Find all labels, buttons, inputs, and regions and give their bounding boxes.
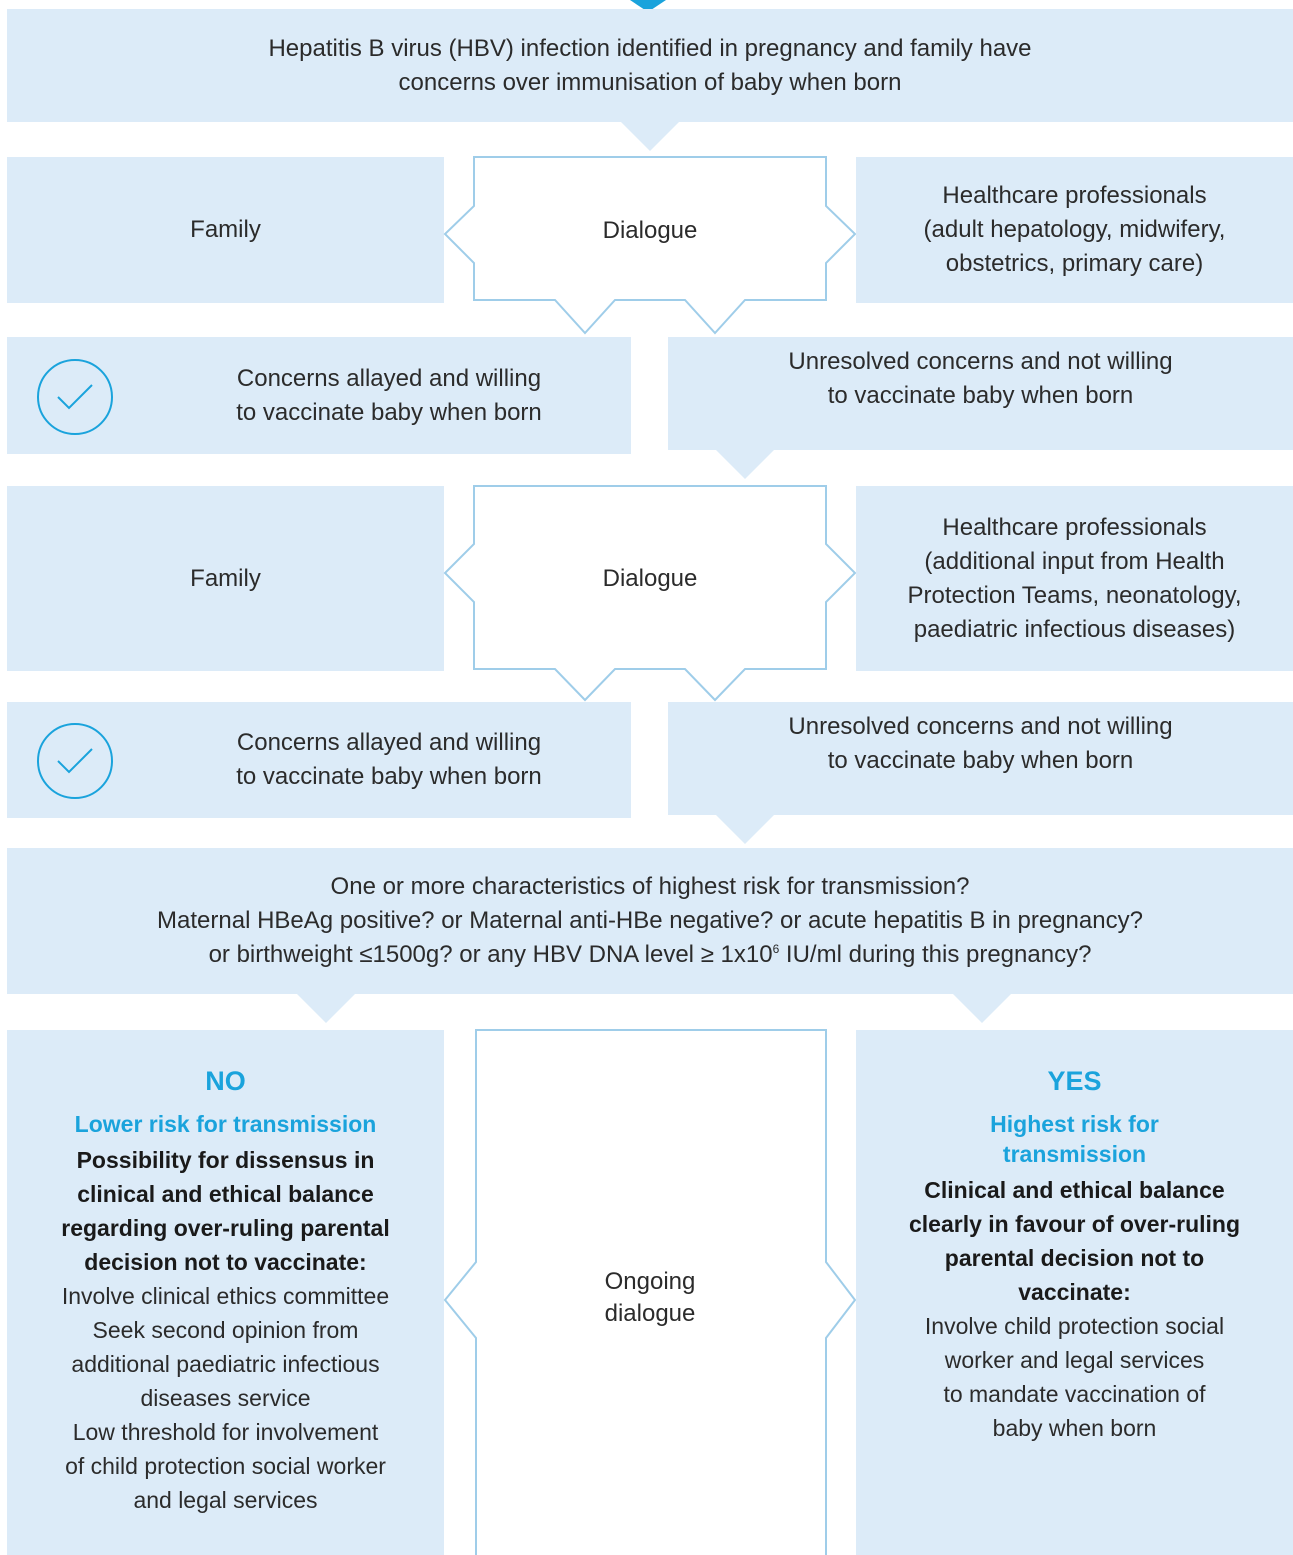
no-action-line: diseases service: [140, 1385, 311, 1411]
professionals-line: Healthcare professionals: [942, 513, 1207, 541]
family-label-1: Family: [190, 216, 261, 243]
professionals-line: Protection Teams, neonatology,: [907, 581, 1242, 609]
dialogue-shape-2: Dialogue: [443, 485, 857, 702]
allayed-line: Concerns allayed and willing: [236, 364, 542, 392]
yes-bold-line: parental decision not to: [944, 1245, 1205, 1271]
no-bold-line: clinical and ethical balance: [77, 1181, 374, 1207]
unresolved-box-2: Unresolved concerns and not willing to v…: [668, 702, 1293, 815]
check-circle-icon: [37, 359, 113, 435]
no-bold-line: regarding over-ruling parental: [61, 1215, 390, 1241]
no-subheading: Lower risk for transmission: [74, 1111, 377, 1137]
no-action-line: Low threshold for involvement: [72, 1419, 379, 1445]
allayed-box-2: Concerns allayed and willing to vaccinat…: [7, 702, 631, 818]
no-heading: NO: [205, 1066, 246, 1096]
unresolved-box-1: Unresolved concerns and not willing to v…: [668, 337, 1293, 450]
yes-action-line: baby when born: [992, 1415, 1157, 1441]
unresolved-pointer-1: [716, 450, 774, 479]
start-text-1: Hepatitis B virus (HBV) infection identi…: [268, 34, 1032, 62]
yes-box: YES Highest risk for transmission Clinic…: [856, 1030, 1293, 1555]
yes-bold-line: vaccinate:: [1018, 1279, 1131, 1305]
family-box-2: Family: [7, 486, 444, 671]
family-label-2: Family: [190, 564, 261, 592]
family-box-1: Family: [7, 157, 444, 303]
no-bold-line: Possibility for dissensus in: [76, 1147, 375, 1173]
professionals-line: (additional input from Health: [924, 547, 1225, 575]
start-pointer: [621, 122, 679, 151]
professionals-box-2: Healthcare professionals (additional inp…: [856, 486, 1293, 671]
ongoing-dialogue-shape: Ongoing dialogue: [443, 1029, 857, 1555]
yes-heading: YES: [1047, 1066, 1102, 1096]
allayed-line: to vaccinate baby when born: [236, 398, 542, 426]
unresolved-line: Unresolved concerns and not willing: [788, 712, 1173, 740]
yes-bold-line: clearly in favour of over-ruling: [908, 1211, 1241, 1237]
dialogue-label-2: Dialogue: [602, 565, 698, 592]
unresolved-line: to vaccinate baby when born: [827, 381, 1134, 409]
professionals-line: (adult hepatology, midwifery,: [923, 216, 1226, 243]
arrow-down-icon: [630, 0, 666, 12]
unresolved-line: Unresolved concerns and not willing: [788, 347, 1173, 375]
professionals-line: paediatric infectious diseases): [913, 615, 1236, 643]
professionals-box-1: Healthcare professionals (adult hepatolo…: [856, 157, 1293, 303]
yes-bold-line: Clinical and ethical balance: [924, 1177, 1225, 1203]
risk-line-3: or birthweight ≤1500g? or any HBV DNA le…: [208, 941, 1092, 968]
no-action-line: Seek second opinion from: [92, 1317, 359, 1343]
unresolved-pointer-2: [716, 815, 774, 844]
risk-line: One or more characteristics of highest r…: [330, 873, 970, 900]
professionals-line: Healthcare professionals: [942, 182, 1207, 209]
allayed-line: Concerns allayed and willing: [236, 729, 542, 756]
ongoing-line: Ongoing: [604, 1267, 696, 1295]
yes-action-line: worker and legal services: [944, 1347, 1205, 1373]
unresolved-line: to vaccinate baby when born: [827, 746, 1134, 774]
no-action-line: and legal services: [133, 1487, 318, 1513]
yes-action-line: to mandate vaccination of: [943, 1381, 1206, 1407]
risk-question-box: One or more characteristics of highest r…: [7, 848, 1293, 994]
no-bold-line: decision not to vaccinate:: [84, 1249, 367, 1275]
no-pointer: [297, 994, 355, 1023]
no-box: NO Lower risk for transmission Possibili…: [7, 1030, 444, 1555]
dialogue-label-1: Dialogue: [602, 217, 698, 244]
yes-pointer: [953, 994, 1011, 1023]
start-box: Hepatitis B virus (HBV) infection identi…: [7, 9, 1293, 122]
ongoing-line: dialogue: [604, 1299, 696, 1327]
no-action-line: of child protection social worker: [65, 1453, 386, 1479]
no-action-line: additional paediatric infectious: [71, 1351, 380, 1377]
check-circle-icon: [37, 723, 113, 799]
risk-line: Maternal HBeAg positive? or Maternal ant…: [157, 907, 1143, 934]
yes-action-line: Involve child protection social: [924, 1313, 1225, 1339]
professionals-line: obstetrics, primary care): [945, 250, 1204, 277]
yes-subheading: Highest risk for: [990, 1111, 1159, 1137]
yes-subheading: transmission: [1002, 1141, 1147, 1167]
dialogue-shape-1: Dialogue: [443, 156, 857, 335]
no-action-line: Involve clinical ethics committee: [61, 1283, 390, 1309]
allayed-line: to vaccinate baby when born: [236, 763, 542, 790]
start-text-2: concerns over immunisation of baby when …: [398, 68, 902, 96]
